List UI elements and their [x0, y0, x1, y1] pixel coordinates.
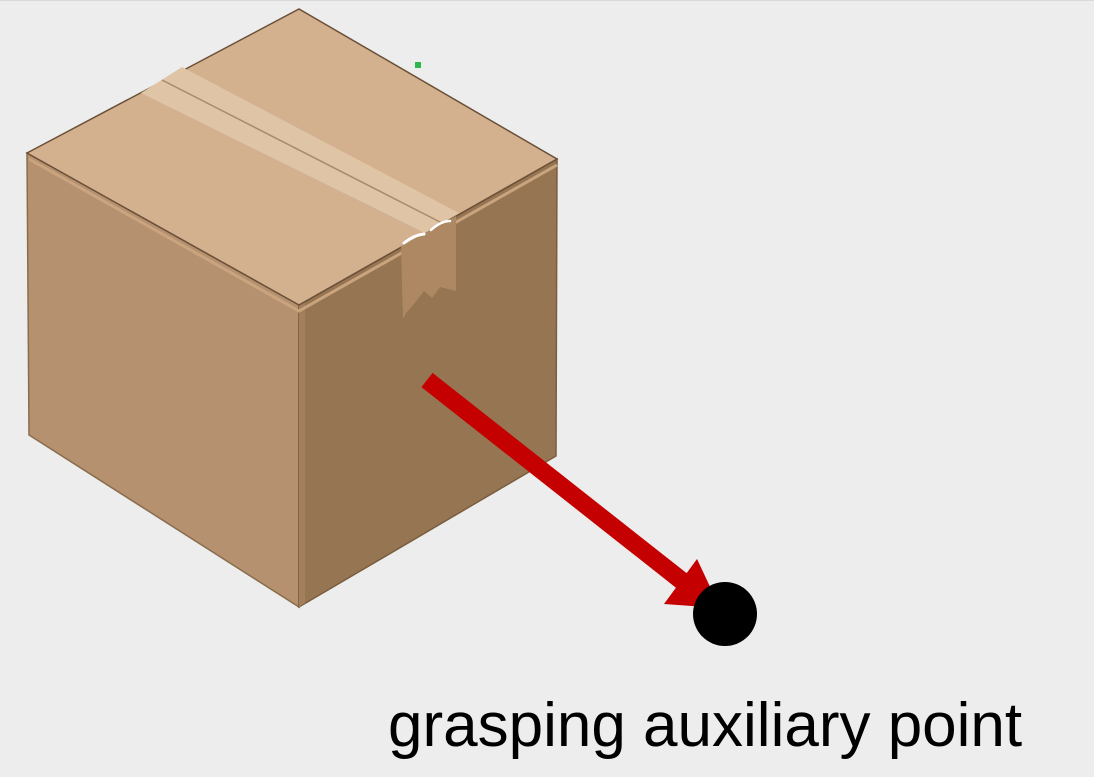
marker-icon [415, 62, 421, 68]
point-marker-icon [693, 582, 757, 646]
cardboard-box-icon [25, 8, 559, 609]
point-label: grasping auxiliary point [388, 691, 1023, 760]
